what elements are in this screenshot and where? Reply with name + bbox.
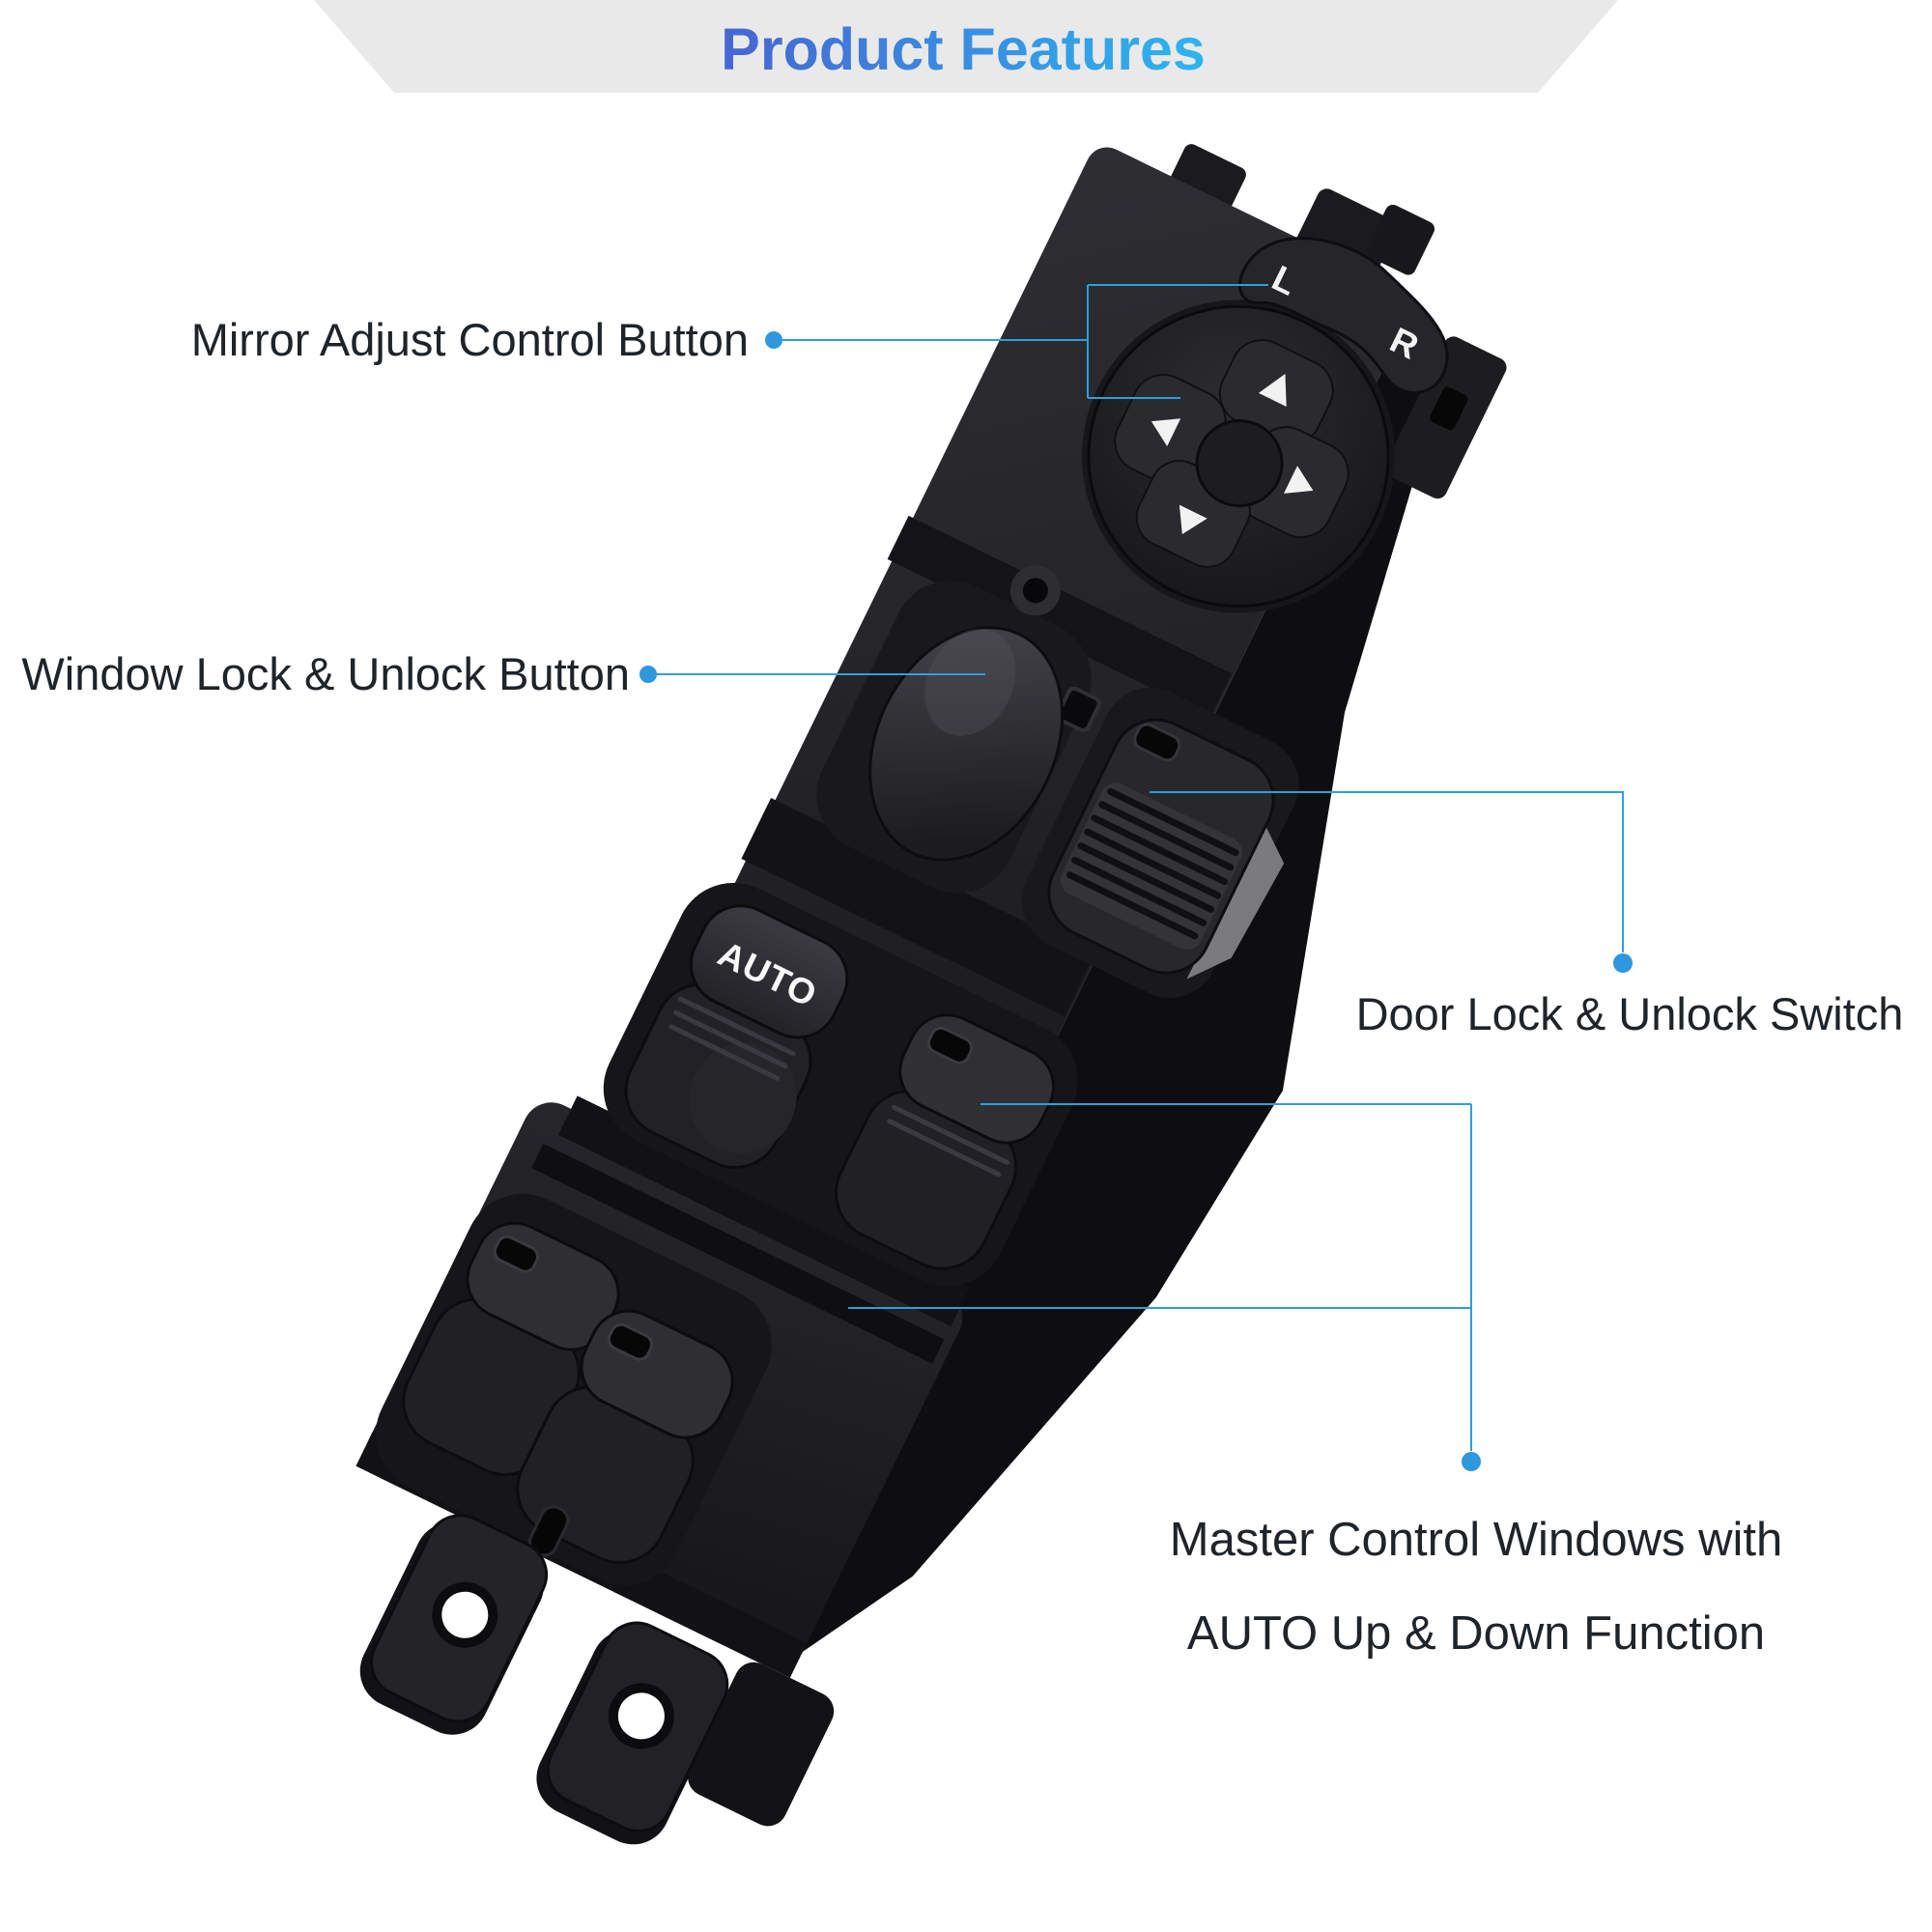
window-lock-button — [868, 626, 1065, 862]
face-seam — [887, 515, 1232, 717]
callout-dot — [765, 331, 782, 349]
mirror-adjust-label: Mirror Adjust Control Button — [191, 314, 749, 365]
callout-dot — [639, 666, 657, 683]
master-control-label-line1: Master Control Windows with — [1170, 1514, 1782, 1566]
face-groove — [531, 1143, 945, 1364]
screw-hole — [617, 1692, 665, 1740]
callout-line — [1150, 791, 1624, 952]
window-rocker-front — [834, 1013, 1056, 1270]
callout-door-lock: Door Lock & Unlock Switch — [1150, 791, 1904, 1039]
callout-window-lock: Window Lock & Unlock Button — [21, 648, 985, 699]
pad-center-button — [1195, 419, 1284, 508]
rocker-cap — [689, 904, 849, 1039]
arrow-left-icon — [1151, 418, 1181, 446]
top-hook-clip — [1366, 204, 1435, 275]
arrow-right-icon — [1283, 466, 1314, 494]
callout-dot — [1462, 1452, 1481, 1471]
arrow-down-icon — [1179, 504, 1208, 535]
window-rocker-rear-right — [516, 1309, 734, 1565]
rocker-indicator-slot — [607, 1322, 654, 1361]
connector-stub — [688, 1662, 835, 1827]
rocker-bulge — [689, 1042, 797, 1154]
screw-hole — [1022, 578, 1048, 604]
switch-indicator-slot — [1133, 723, 1181, 762]
door-lock-switch — [1047, 718, 1285, 980]
rocker-indicator-slot — [493, 1235, 540, 1273]
product-photo: L R — [355, 144, 1507, 1845]
screw-hole — [441, 1591, 489, 1638]
square-hole — [1056, 686, 1101, 732]
window-rocker-rear-left — [402, 1221, 620, 1477]
mounting-feet — [359, 1505, 835, 1845]
master-control-label-line2: AUTO Up & Down Function — [1187, 1607, 1765, 1660]
bracket-slot — [1430, 386, 1468, 431]
banner-ribbon — [314, 0, 1618, 93]
mirror-adjust-pad — [1087, 304, 1390, 608]
face-seam — [741, 798, 1094, 1017]
arrow-up-icon — [1258, 373, 1287, 407]
page-title: Product Features — [721, 16, 1206, 82]
callout-master-control: Master Control Windows with AUTO Up & Do… — [848, 1103, 1782, 1660]
auto-window-rocker: AUTO — [624, 904, 849, 1169]
callout-mirror-adjust: Mirror Adjust Control Button — [191, 284, 1268, 399]
face-groove — [557, 1095, 970, 1326]
switch-ridges — [1065, 787, 1239, 940]
door-lock-label: Door Lock & Unlock Switch — [1356, 988, 1904, 1039]
mirror-selector-knob: L R — [1237, 237, 1449, 394]
callout-dot — [1613, 953, 1633, 973]
header-banner: Product Features — [314, 0, 1618, 93]
window-lock-highlight — [924, 628, 1016, 736]
window-lock-label: Window Lock & Unlock Button — [21, 648, 630, 699]
rocker-indicator-slot — [926, 1026, 974, 1065]
